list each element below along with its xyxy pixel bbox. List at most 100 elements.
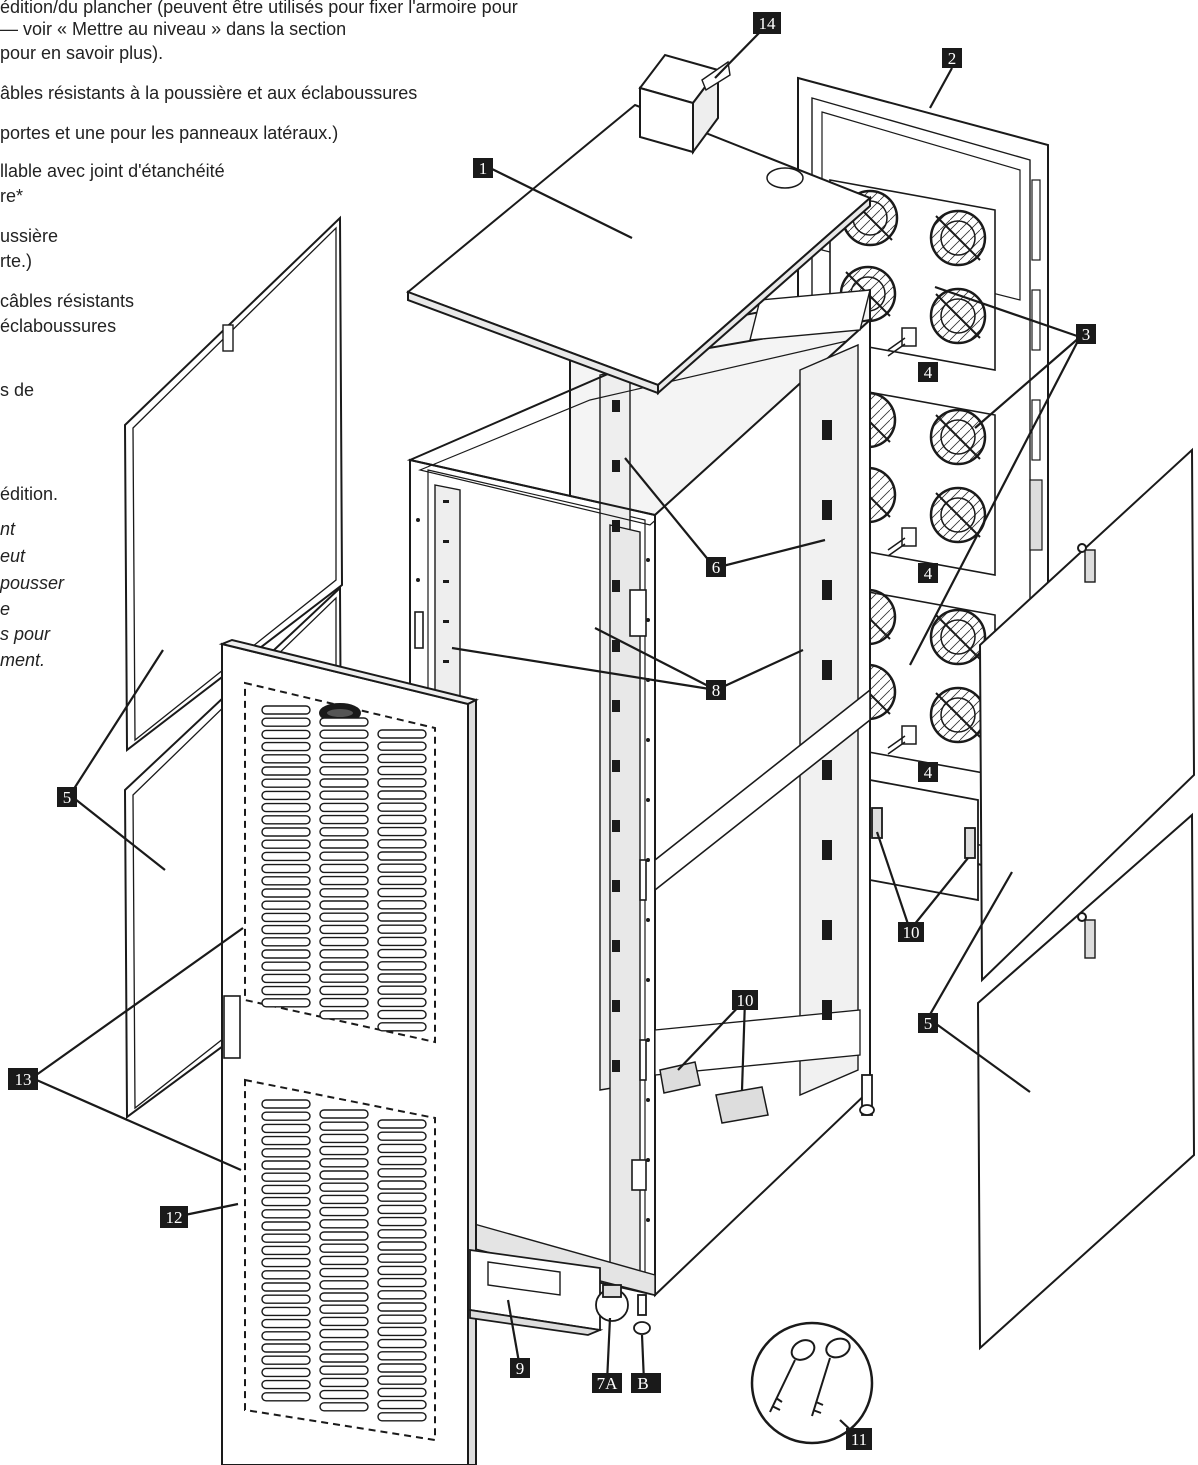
vent-slot bbox=[261, 1123, 311, 1134]
leader-lines bbox=[31, 29, 1081, 1438]
vent-slot bbox=[377, 936, 427, 947]
vent-slot bbox=[261, 1306, 311, 1317]
vent-slot bbox=[319, 1353, 369, 1363]
vent-slot bbox=[261, 876, 311, 886]
vent-slot bbox=[377, 1241, 427, 1251]
vent-slot bbox=[377, 765, 427, 776]
vent-slot bbox=[377, 1351, 427, 1361]
vent-slot bbox=[261, 1245, 311, 1256]
keys-icon bbox=[750, 1321, 874, 1445]
callout-2: 2 bbox=[942, 48, 962, 68]
vent-slot bbox=[377, 1265, 427, 1276]
vent-slot bbox=[377, 802, 427, 812]
vent-slot bbox=[261, 1172, 311, 1182]
vent-slot bbox=[319, 839, 369, 849]
top-cover bbox=[406, 103, 872, 396]
vent-slot bbox=[261, 839, 311, 849]
callout-10-floor: 10 bbox=[732, 990, 758, 1010]
vent-slot bbox=[319, 1316, 369, 1327]
vent-slot bbox=[319, 1328, 369, 1339]
vent-slot bbox=[261, 1233, 311, 1243]
vent-slot bbox=[319, 1365, 369, 1375]
callout-4b-text: 4 bbox=[924, 564, 933, 583]
note-line-15: eut bbox=[0, 546, 26, 566]
vent-slot bbox=[261, 827, 311, 837]
vent-slot bbox=[377, 1009, 427, 1020]
vent-slot bbox=[377, 900, 427, 910]
vent-slot bbox=[319, 997, 369, 1008]
callout-3-text: 3 bbox=[1082, 325, 1091, 344]
vent-slot bbox=[319, 1341, 369, 1351]
vent-slot bbox=[319, 790, 369, 800]
note-line-5: portes et une pour les panneaux latéraux… bbox=[0, 123, 339, 143]
vent-slot bbox=[319, 1243, 369, 1253]
vent-slot bbox=[377, 1119, 427, 1129]
vent-slot bbox=[261, 912, 311, 923]
note-line-12: s de bbox=[0, 380, 35, 400]
vent-slot bbox=[261, 802, 311, 813]
callout-6: 6 bbox=[706, 557, 726, 577]
callout-b: B bbox=[631, 1373, 661, 1393]
vent-slot bbox=[377, 1277, 427, 1288]
vent-slot bbox=[261, 705, 311, 715]
vent-slot bbox=[261, 888, 311, 898]
vent-slot bbox=[319, 741, 369, 752]
callout-10-floor-text: 10 bbox=[737, 991, 754, 1010]
note-line-17: e bbox=[0, 599, 11, 619]
vent-slot bbox=[319, 1255, 369, 1266]
vent-slot bbox=[319, 1121, 369, 1131]
callout-10-rear-text: 10 bbox=[903, 923, 920, 942]
callout-7a: 7A bbox=[592, 1373, 622, 1393]
right-side-panel-bottom bbox=[976, 812, 1196, 1351]
vent-slot bbox=[261, 1148, 311, 1158]
vent-slot bbox=[261, 1160, 311, 1170]
vent-slot bbox=[377, 1302, 427, 1312]
callout-10-rear: 10 bbox=[898, 922, 924, 942]
vent-slot bbox=[377, 790, 427, 800]
vent-slot bbox=[261, 949, 311, 959]
vent-slot bbox=[377, 1180, 427, 1190]
vent-slot bbox=[377, 1412, 427, 1422]
vent-slot bbox=[261, 1379, 311, 1390]
note-line-10: câbles résistants bbox=[0, 291, 135, 311]
vent-slot bbox=[319, 973, 369, 983]
vent-slot bbox=[377, 1326, 427, 1337]
callout-13-text: 13 bbox=[15, 1070, 32, 1089]
note-line-18: s pour bbox=[0, 624, 51, 644]
rear-frame-lower bbox=[869, 778, 979, 902]
vent-slot bbox=[261, 741, 311, 752]
vent-slot bbox=[377, 1216, 427, 1227]
vent-slot bbox=[377, 814, 427, 825]
vent-slot bbox=[319, 1280, 369, 1290]
note-line-3: pour en savoir plus). bbox=[0, 43, 164, 63]
vent-slot bbox=[261, 973, 311, 984]
caster-7a bbox=[595, 1284, 629, 1322]
vent-slot bbox=[319, 1304, 369, 1314]
vent-slot bbox=[319, 717, 369, 727]
vent-slot bbox=[319, 1292, 369, 1302]
vent-slot bbox=[377, 887, 427, 898]
door-vents bbox=[261, 705, 427, 1422]
vent-slot bbox=[319, 1219, 369, 1229]
cable-entry-plate bbox=[469, 1248, 604, 1336]
note-line-19: ment. bbox=[0, 650, 46, 670]
vent-slot bbox=[261, 1257, 311, 1268]
fan-icon-6 bbox=[929, 408, 987, 466]
vent-slot bbox=[319, 802, 369, 813]
callout-b-text: B bbox=[637, 1374, 648, 1393]
vent-slot bbox=[377, 753, 427, 764]
vent-slot bbox=[261, 1331, 311, 1341]
vent-slot bbox=[377, 912, 427, 922]
vent-slot bbox=[319, 1170, 369, 1180]
callout-4c-text: 4 bbox=[924, 763, 933, 782]
vent-slot bbox=[261, 1184, 311, 1195]
vent-slot bbox=[377, 961, 427, 971]
vent-slot bbox=[377, 1375, 427, 1385]
vent-slot bbox=[377, 1131, 427, 1141]
vent-slot bbox=[377, 997, 427, 1008]
vent-slot bbox=[377, 826, 427, 837]
fan-icon-10 bbox=[929, 608, 987, 666]
callout-8: 8 bbox=[706, 680, 726, 700]
